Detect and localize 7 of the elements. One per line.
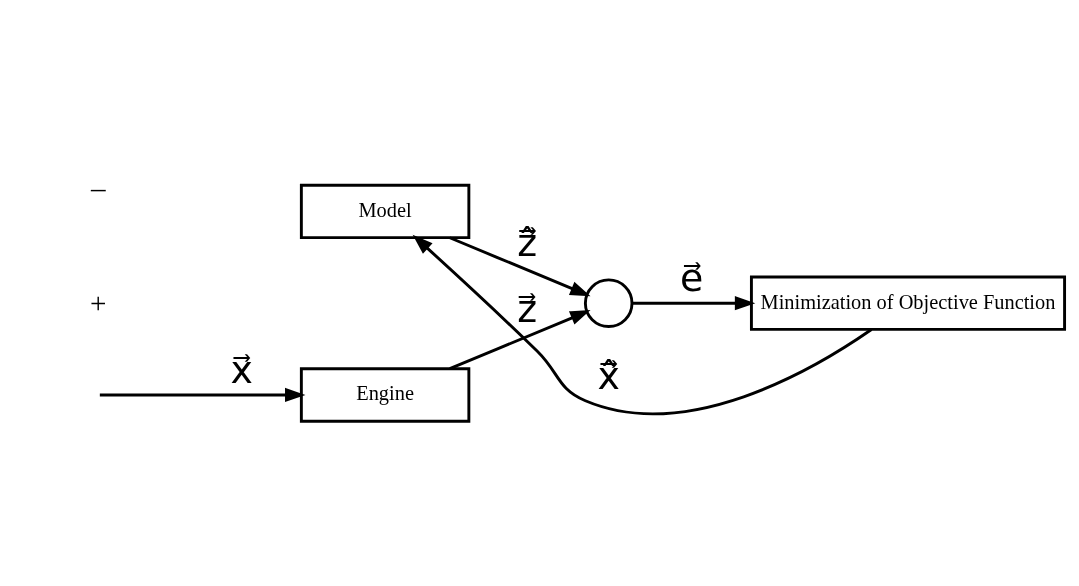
label: – [90,172,106,205]
edge-label: z⃗ [517,286,538,331]
label: + [89,287,107,320]
edge-label: x⃗ [230,348,253,393]
edge-label: ẑ⃗ [517,221,538,266]
edge-label: x̂⃗ [597,353,620,398]
edge-label: e⃗ [680,256,704,301]
